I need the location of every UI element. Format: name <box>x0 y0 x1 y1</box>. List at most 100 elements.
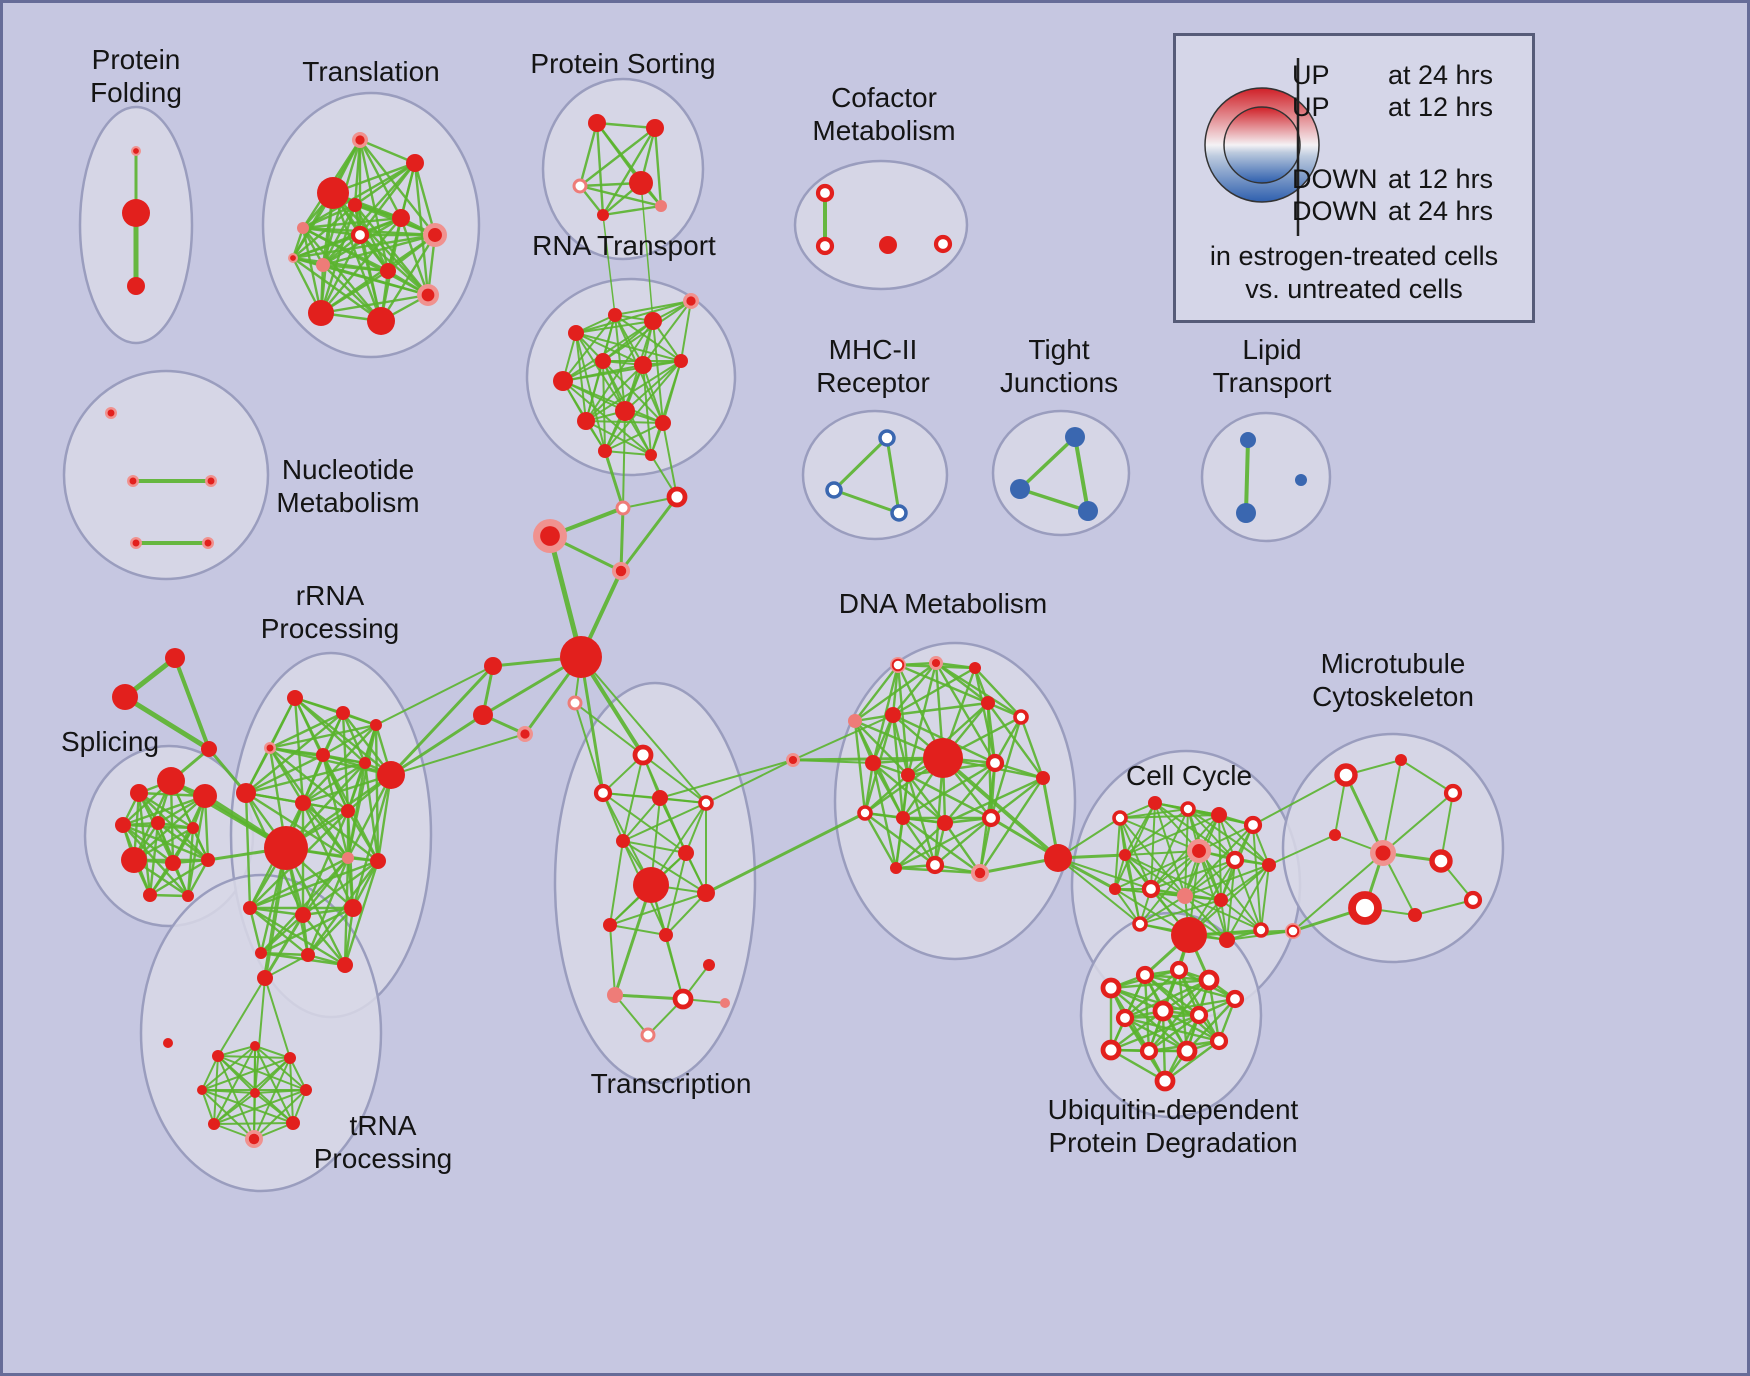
network-edge <box>891 713 910 777</box>
network-edge <box>358 138 403 220</box>
network-edge <box>986 701 1045 780</box>
legend-time-label: at 12 hrs <box>1388 92 1494 122</box>
gene-node <box>1078 501 1098 521</box>
network-edge <box>579 655 605 795</box>
ubiquitin-degradation-label: Ubiquitin-dependent Protein Degradation <box>1047 1094 1299 1158</box>
network-edge <box>1260 864 1270 931</box>
network-edge <box>614 994 649 1036</box>
legend-direction-label: UP <box>1292 92 1330 122</box>
gene-node <box>287 690 303 706</box>
cluster-mhc-ii-receptor <box>801 409 949 541</box>
network-edge <box>933 816 993 867</box>
network-edge <box>1226 864 1270 941</box>
network-edge <box>871 761 905 820</box>
gene-node <box>348 198 362 212</box>
network-edge <box>562 320 654 382</box>
network-edge <box>832 488 901 515</box>
legend-row-down-24hrs: DOWN at 24 hrs <box>1292 196 1493 227</box>
gene-node <box>1236 503 1256 523</box>
network-edge <box>291 256 390 273</box>
gene-node <box>337 957 353 973</box>
network-edge <box>389 713 485 777</box>
gene-node <box>890 504 908 522</box>
gene-node <box>1100 977 1122 999</box>
network-edge <box>896 663 990 705</box>
gene-node <box>317 177 349 209</box>
network-edge <box>254 1089 307 1094</box>
network-edge <box>301 859 380 917</box>
network-edge <box>792 714 894 761</box>
gene-node <box>290 255 296 261</box>
gene-node <box>666 486 688 508</box>
network-edge <box>301 761 367 805</box>
network-edge <box>665 852 687 936</box>
network-edge <box>173 656 211 751</box>
network-edge <box>602 214 616 316</box>
gene-node <box>197 1085 207 1095</box>
network-edge <box>792 759 874 764</box>
network-edge <box>291 203 357 260</box>
network-edge <box>609 840 624 926</box>
network-edge <box>642 754 707 804</box>
gene-node <box>193 784 217 808</box>
network-edge <box>1150 888 1228 941</box>
gene-node <box>885 707 901 723</box>
gene-node <box>130 784 148 802</box>
network-edge <box>1220 899 1262 931</box>
network-edge <box>374 723 380 863</box>
network-edge <box>1198 850 1262 931</box>
network-edge <box>1150 802 1156 890</box>
gene-node <box>250 1088 260 1098</box>
network-edge <box>578 184 663 208</box>
gene-node <box>163 1038 173 1048</box>
network-edge <box>680 300 692 362</box>
network-edge <box>213 1092 256 1125</box>
gene-node <box>248 1133 260 1145</box>
gene-node <box>1189 1005 1209 1025</box>
gene-node <box>1169 960 1189 980</box>
network-edge <box>1139 899 1222 925</box>
network-edge <box>1234 859 1262 931</box>
network-edge <box>613 883 653 997</box>
network-edge <box>186 794 207 898</box>
gene-node <box>284 1052 296 1064</box>
gene-node <box>1225 850 1245 870</box>
network-edge <box>906 773 993 820</box>
gene-node <box>112 684 138 710</box>
gene-node <box>1139 1041 1159 1061</box>
network-edge <box>263 913 305 980</box>
network-edge <box>891 661 938 717</box>
network-edge <box>891 663 900 717</box>
network-edge <box>321 233 437 267</box>
network-edge <box>248 856 350 910</box>
network-edge <box>602 300 692 362</box>
network-edge <box>1109 986 1189 1053</box>
gene-node <box>1141 879 1161 899</box>
gene-node <box>1329 829 1341 841</box>
gene-node <box>151 816 165 830</box>
transcription-label: Transcription <box>590 1068 752 1099</box>
network-edge <box>863 761 875 815</box>
cell-cycle-label: Cell Cycle <box>1125 760 1253 791</box>
network-edge <box>863 811 898 870</box>
network-edge <box>1124 850 1200 856</box>
network-edge <box>346 761 367 860</box>
gene-node <box>1198 969 1220 991</box>
network-edge <box>1150 808 1189 890</box>
gene-node <box>520 729 530 739</box>
gene-node <box>1176 1040 1198 1062</box>
network-edge <box>943 821 982 875</box>
gene-node <box>355 135 365 145</box>
gene-node <box>316 258 330 272</box>
gene-node <box>255 947 267 959</box>
network-edge <box>601 126 657 217</box>
network-edge <box>1161 1009 1167 1083</box>
network-edge <box>832 436 889 492</box>
gene-node <box>165 855 181 871</box>
network-edge <box>217 977 266 1057</box>
cluster-nucleotide-metabolism <box>62 369 270 581</box>
network-edge <box>619 495 679 573</box>
network-edge <box>1218 814 1222 901</box>
network-edge <box>301 226 325 267</box>
network-edge <box>585 364 644 422</box>
